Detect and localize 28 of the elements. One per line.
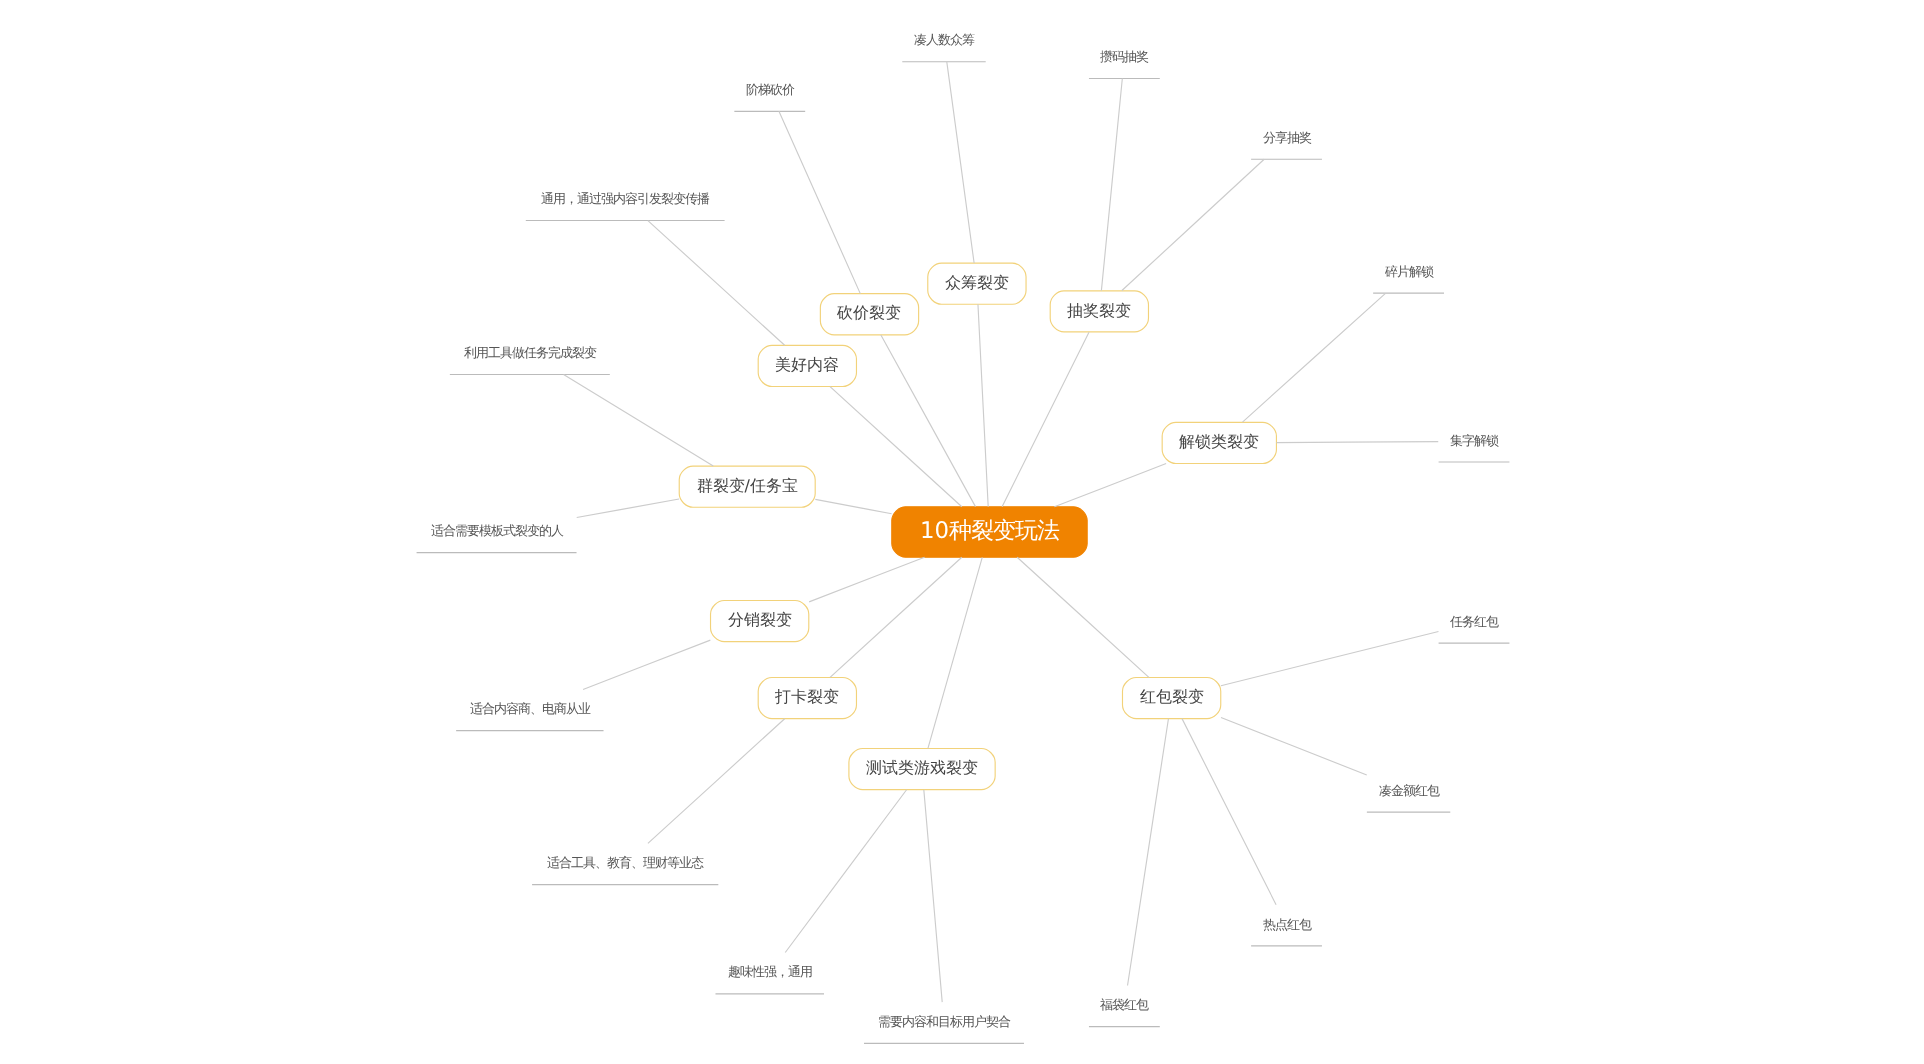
node-box: 10种裂变玩法 <box>890 506 1087 558</box>
connector <box>1240 292 1386 423</box>
connector <box>1180 718 1276 906</box>
connector <box>1219 716 1367 776</box>
connector <box>1125 718 1168 987</box>
connector <box>926 556 982 749</box>
connector <box>575 498 679 519</box>
connector <box>945 61 974 264</box>
connector <box>1219 630 1439 687</box>
connector <box>1099 78 1122 292</box>
connector <box>976 303 988 508</box>
connector <box>1015 556 1149 678</box>
connector <box>828 556 962 678</box>
connector <box>777 110 860 295</box>
connector <box>783 789 907 954</box>
connector <box>807 556 925 603</box>
connector <box>646 220 785 346</box>
connector <box>1000 331 1089 508</box>
connector <box>581 639 710 691</box>
connector <box>828 386 962 508</box>
connector <box>1274 441 1438 444</box>
connector <box>562 373 713 467</box>
connector <box>813 498 892 515</box>
connector <box>1052 463 1166 508</box>
connector <box>879 334 976 508</box>
connector <box>646 718 785 844</box>
connector <box>1120 158 1264 292</box>
connector <box>922 789 942 1003</box>
